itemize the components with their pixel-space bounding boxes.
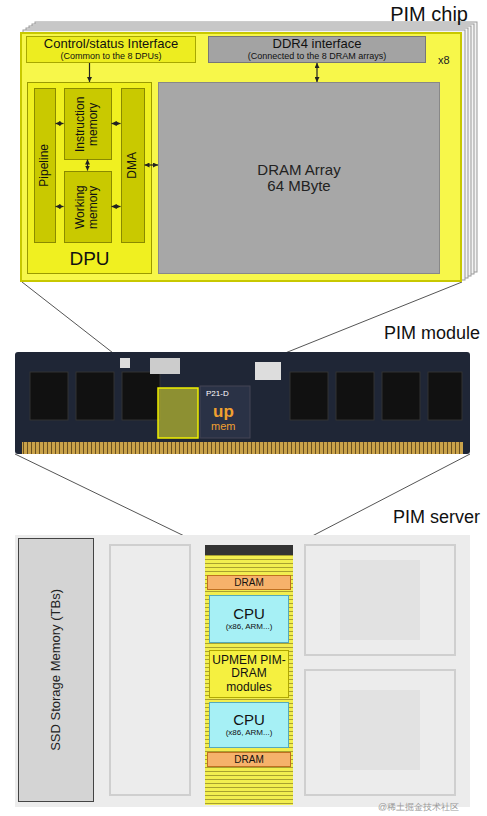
zoom-line (15, 454, 205, 546)
dpu-box: DPU Pipeline Instruction memoryWorking mem… (27, 82, 152, 274)
dram-chip (30, 372, 68, 420)
node-text: CPU (233, 606, 265, 623)
module-board (15, 352, 470, 454)
component (150, 358, 180, 374)
dram-array-box: DRAM Array 64 MByte (158, 82, 440, 274)
zoom-line (293, 454, 470, 546)
module-pins (22, 442, 463, 454)
node-text: DRAM Array 64 MByte (252, 162, 347, 195)
memory-slots (205, 548, 293, 805)
server-part (340, 690, 420, 770)
node-subtext: (Common to the 8 DPUs) (60, 52, 161, 62)
server-frame: PIM serverSSD Storage Memory (TBs)DRAMCP… (15, 535, 470, 807)
node-subtext: (x86, ARM...) (226, 729, 273, 738)
node-text: DPU (69, 249, 109, 270)
node-text: Instruction memory (74, 89, 100, 159)
logo-text: up (213, 403, 234, 420)
dpu-block: DMA (121, 88, 145, 243)
dram-band: DRAM (207, 752, 291, 767)
node-text: DRAM (234, 754, 263, 765)
node-subtext: (Connected to the 8 DRAM arrays) (248, 52, 387, 62)
interface-box: Control/status Interface(Common to the 8… (26, 36, 196, 63)
dram-chip (76, 372, 114, 420)
node-text: CPU (233, 712, 265, 729)
section-heading: PIM server (393, 508, 480, 528)
dpu-block: Working memory (64, 171, 112, 243)
server-part (110, 545, 190, 795)
node-text: UPMEM PIM-DRAM modules (210, 654, 288, 694)
cpu-box: CPU(x86, ARM...) (209, 702, 289, 748)
dpu-block: Pipeline (34, 88, 56, 243)
node-text: DMA (126, 152, 139, 179)
chip-box: PIM chipControl/status Interface(Common … (20, 32, 462, 282)
dpu-block: Instruction memory (64, 88, 112, 160)
dram-band: DRAM (207, 575, 291, 590)
component (255, 362, 281, 380)
storage-box: SSD Storage Memory (TBs) (18, 538, 94, 802)
server-chassis (15, 535, 470, 807)
dram-chip (428, 372, 462, 420)
server-part (305, 545, 455, 655)
logo-text: mem (211, 421, 235, 432)
logo-patch (200, 386, 250, 438)
server-part (340, 560, 420, 640)
section-heading: PIM chip (390, 3, 468, 25)
dram-chip (382, 372, 420, 420)
node-text: DDR4 interface (273, 37, 362, 51)
watermark: @稀土掘金技术社区 (378, 803, 459, 812)
section-heading: PIM module (384, 324, 480, 344)
node-text: SSD Storage Memory (TBs) (49, 589, 63, 751)
highlighted-module (205, 545, 293, 555)
node-subtext: (x86, ARM...) (226, 623, 273, 632)
dram-chip (122, 372, 160, 420)
pim-modules-box: UPMEM PIM-DRAM modules (209, 650, 289, 698)
node-text: Pipeline (38, 144, 51, 187)
component (120, 358, 130, 368)
node-text: Working memory (74, 172, 100, 242)
node-text: DRAM (234, 577, 263, 588)
stack-count: x8 (438, 55, 450, 66)
dram-chip (290, 372, 328, 420)
board-marking: P21-D (206, 390, 229, 398)
dram-chip (336, 372, 374, 420)
interface-box: DDR4 interface(Connected to the 8 DRAM a… (208, 36, 426, 63)
highlighted-chip (158, 388, 198, 438)
module-frame: PIM module (15, 352, 470, 454)
node-text: Control/status Interface (44, 37, 178, 51)
server-part (305, 670, 455, 795)
cpu-box: CPU(x86, ARM...) (209, 595, 289, 643)
